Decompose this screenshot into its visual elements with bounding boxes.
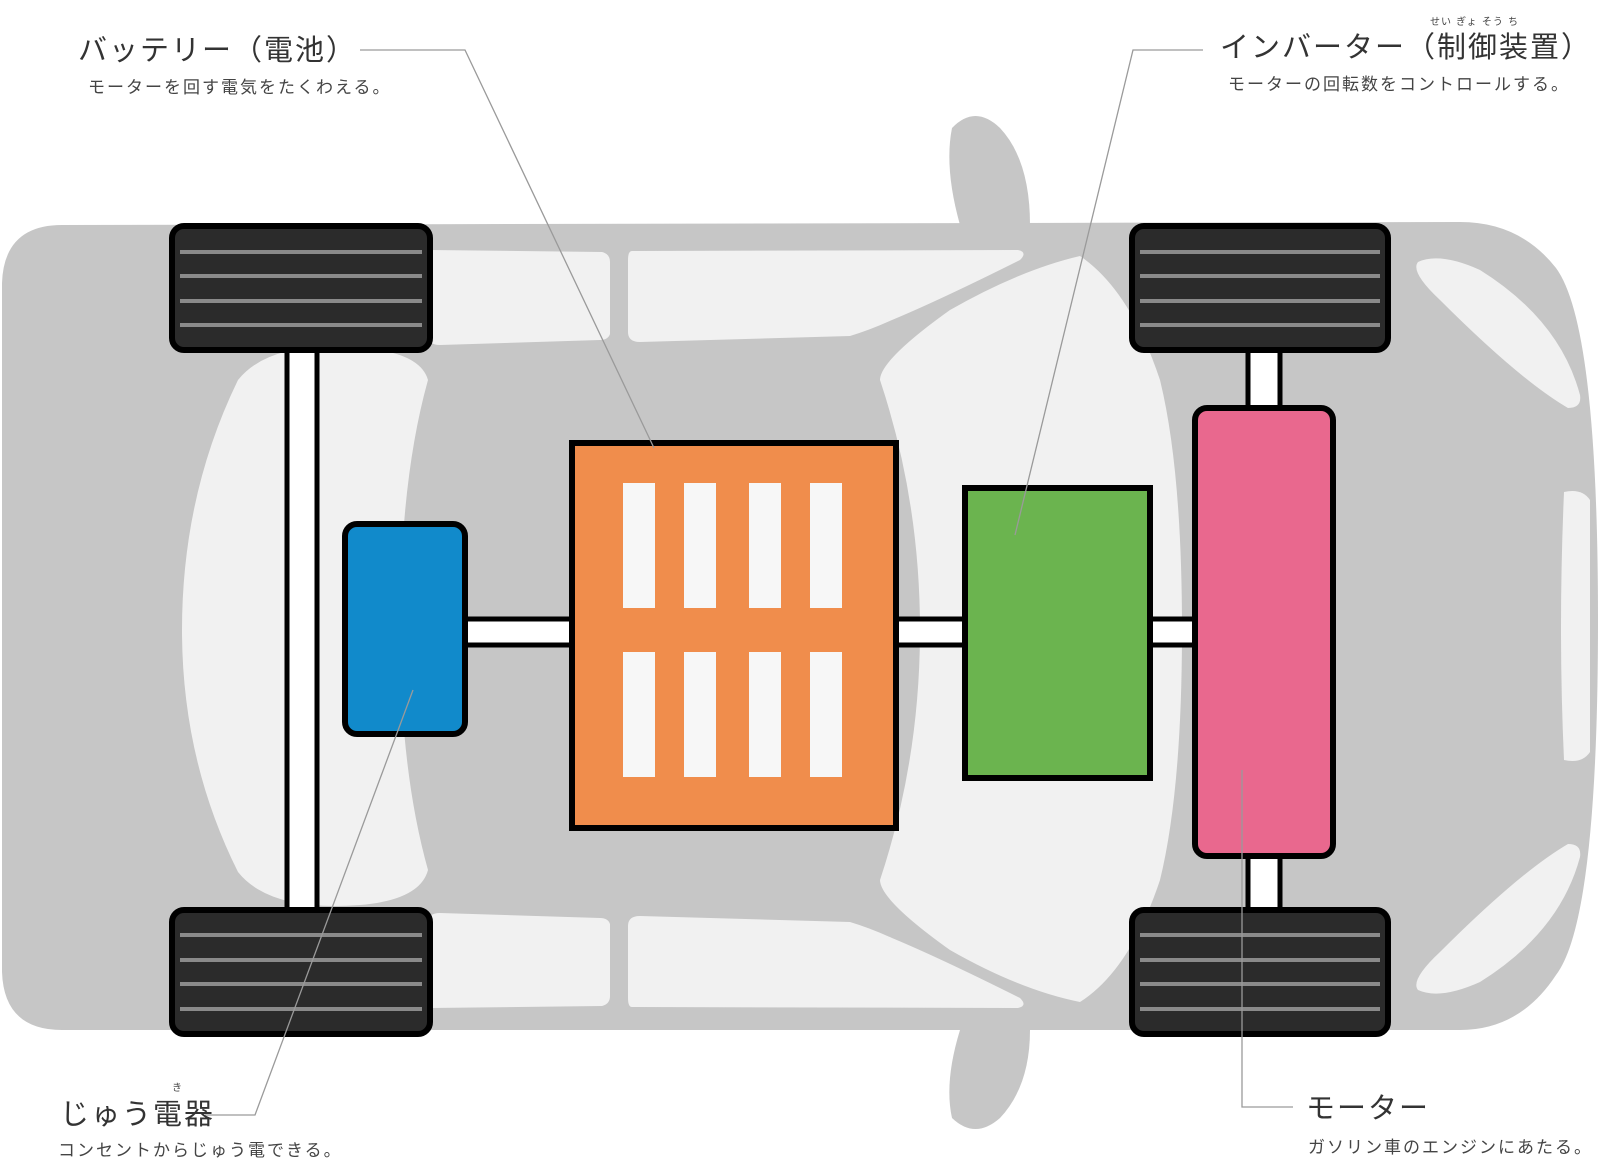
leader-lines bbox=[205, 49, 1293, 1116]
side-mirror-bottom bbox=[949, 1030, 1030, 1129]
tire-front-right bbox=[1129, 907, 1391, 1037]
battery-component bbox=[569, 440, 899, 831]
rear-side-window-top bbox=[428, 250, 610, 345]
battery-leader-line bbox=[360, 49, 655, 449]
charger-ruby: き bbox=[172, 1083, 183, 1094]
components bbox=[342, 405, 1336, 859]
motor-leader-line bbox=[1241, 770, 1293, 1108]
charger-component bbox=[342, 521, 468, 737]
motor-description: ガソリン車のエンジンにあたる。 bbox=[1308, 1138, 1593, 1158]
front-side-window-top bbox=[628, 250, 1024, 342]
charger-description: コンセントからじゅう電できる。 bbox=[58, 1141, 343, 1161]
tire-front-left bbox=[1129, 223, 1391, 353]
motor-title: モーター bbox=[1306, 1091, 1431, 1125]
rear-side-window-bottom bbox=[428, 913, 610, 1008]
motor-component bbox=[1192, 405, 1336, 859]
hood-vent bbox=[1561, 491, 1590, 761]
battery-title: バッテリー（電池） bbox=[78, 33, 358, 67]
shaft-inverter-motor bbox=[1147, 616, 1198, 648]
charger-title: じゅう電器 bbox=[60, 1097, 216, 1131]
inverter-leader-line bbox=[1014, 49, 1203, 536]
shaft-charger-battery bbox=[457, 616, 575, 648]
rear-axle bbox=[284, 332, 320, 928]
inverter-ruby: せい ぎょ そう ち bbox=[1430, 17, 1520, 28]
inverter-title: インバーター（制御装置） bbox=[1220, 30, 1593, 64]
tires bbox=[169, 223, 1391, 1037]
tire-rear-right bbox=[169, 907, 433, 1037]
charger-leader-line bbox=[205, 689, 414, 1116]
tire-rear-left bbox=[169, 223, 433, 353]
shaft-battery-inverter bbox=[887, 616, 968, 648]
battery-description: モーターを回す電気をたくわえる。 bbox=[88, 78, 392, 98]
front-fender-bottom bbox=[1416, 844, 1581, 994]
side-mirror-top bbox=[949, 116, 1030, 225]
front-fender-top bbox=[1416, 258, 1581, 408]
battery-cells bbox=[623, 483, 842, 777]
inverter-component bbox=[962, 485, 1153, 781]
inverter-description: モーターの回転数をコントロールする。 bbox=[1228, 75, 1570, 95]
front-side-window-bottom bbox=[628, 916, 1024, 1008]
